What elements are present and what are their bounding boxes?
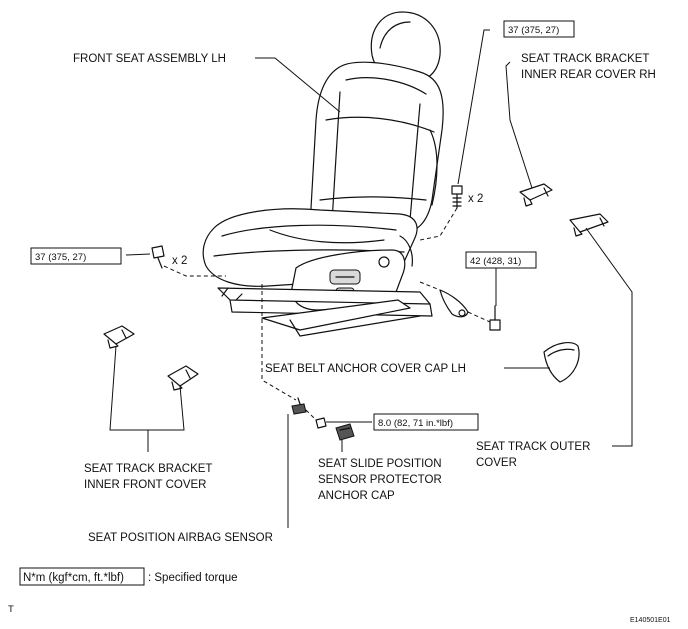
label-front-seat-assembly: FRONT SEAT ASSEMBLY LH: [73, 53, 226, 65]
label-rear-cover-1: SEAT TRACK BRACKET: [521, 53, 649, 65]
label-rear-cover-2: INNER REAR COVER RH: [521, 69, 656, 81]
cap-icon: [335, 423, 355, 441]
bolt-icon: [315, 417, 327, 429]
label-slide-sensor-2: SENSOR PROTECTOR: [318, 474, 442, 486]
bolt-icon: [451, 185, 463, 209]
leader-front-seat: [255, 57, 341, 113]
cover-icon: [519, 183, 553, 207]
leader-top-torque: [457, 29, 490, 185]
seat-icon: [202, 11, 444, 337]
leader-front-cover: [109, 345, 185, 431]
bolt-icon: [151, 245, 165, 269]
dash-mid-bolt: [419, 281, 491, 323]
torque-box-top: 37 (375, 27): [503, 20, 575, 38]
figure-id: E140501E01: [630, 617, 671, 624]
corner-mark: T: [8, 604, 14, 615]
label-outer-cover-1: SEAT TRACK OUTER: [476, 441, 590, 453]
label-front-cover-1: SEAT TRACK BRACKET: [84, 463, 212, 475]
cover-icon: [167, 365, 199, 391]
label-slide-sensor-1: SEAT SLIDE POSITION: [318, 458, 442, 470]
multiplier-top: x 2: [468, 193, 483, 205]
leader-outer-cover: [585, 227, 633, 447]
label-airbag-sensor: SEAT POSITION AIRBAG SENSOR: [88, 532, 273, 544]
label-slide-sensor-3: ANCHOR CAP: [318, 490, 395, 502]
dash-top-bolt: [419, 207, 458, 241]
label-belt-anchor-cap: SEAT BELT ANCHOR COVER CAP LH: [265, 363, 466, 375]
belt-anchor-icon: [439, 289, 469, 318]
label-front-cover-2: INNER FRONT COVER: [84, 479, 206, 491]
dash-sensor-bolt: [305, 409, 317, 421]
cover-icon: [569, 213, 609, 237]
legend-unit-box: N*m (kgf*cm, ft.*lbf): [23, 572, 124, 584]
leader-rear-cover: [505, 61, 533, 189]
bolt-icon: [489, 305, 501, 331]
svg-text:37 (375, 27): 37 (375, 27): [508, 25, 559, 36]
legend: N*m (kgf*cm, ft.*lbf) : Specified torque: [19, 567, 238, 586]
svg-text:37 (375, 27): 37 (375, 27): [35, 252, 86, 263]
label-outer-cover-2: COVER: [476, 457, 517, 469]
legend-description: : Specified torque: [148, 572, 238, 584]
multiplier-left: x 2: [172, 255, 187, 267]
torque-box-left: 37 (375, 27): [30, 247, 122, 265]
dash-left-bolt: [163, 265, 226, 277]
sensor-icon: [291, 397, 307, 415]
dash-sensor: [261, 284, 297, 401]
torque-box-sensor: 8.0 (82, 71 in.*lbf): [373, 413, 479, 431]
cover-icon: [103, 325, 135, 349]
cap-icon: [543, 342, 580, 383]
svg-text:8.0 (82, 71 in.*lbf): 8.0 (82, 71 in.*lbf): [378, 418, 453, 429]
svg-text:42 (428, 31): 42 (428, 31): [470, 256, 521, 267]
torque-box-middle: 42 (428, 31): [465, 251, 537, 269]
leader-left-torque: [125, 253, 151, 256]
